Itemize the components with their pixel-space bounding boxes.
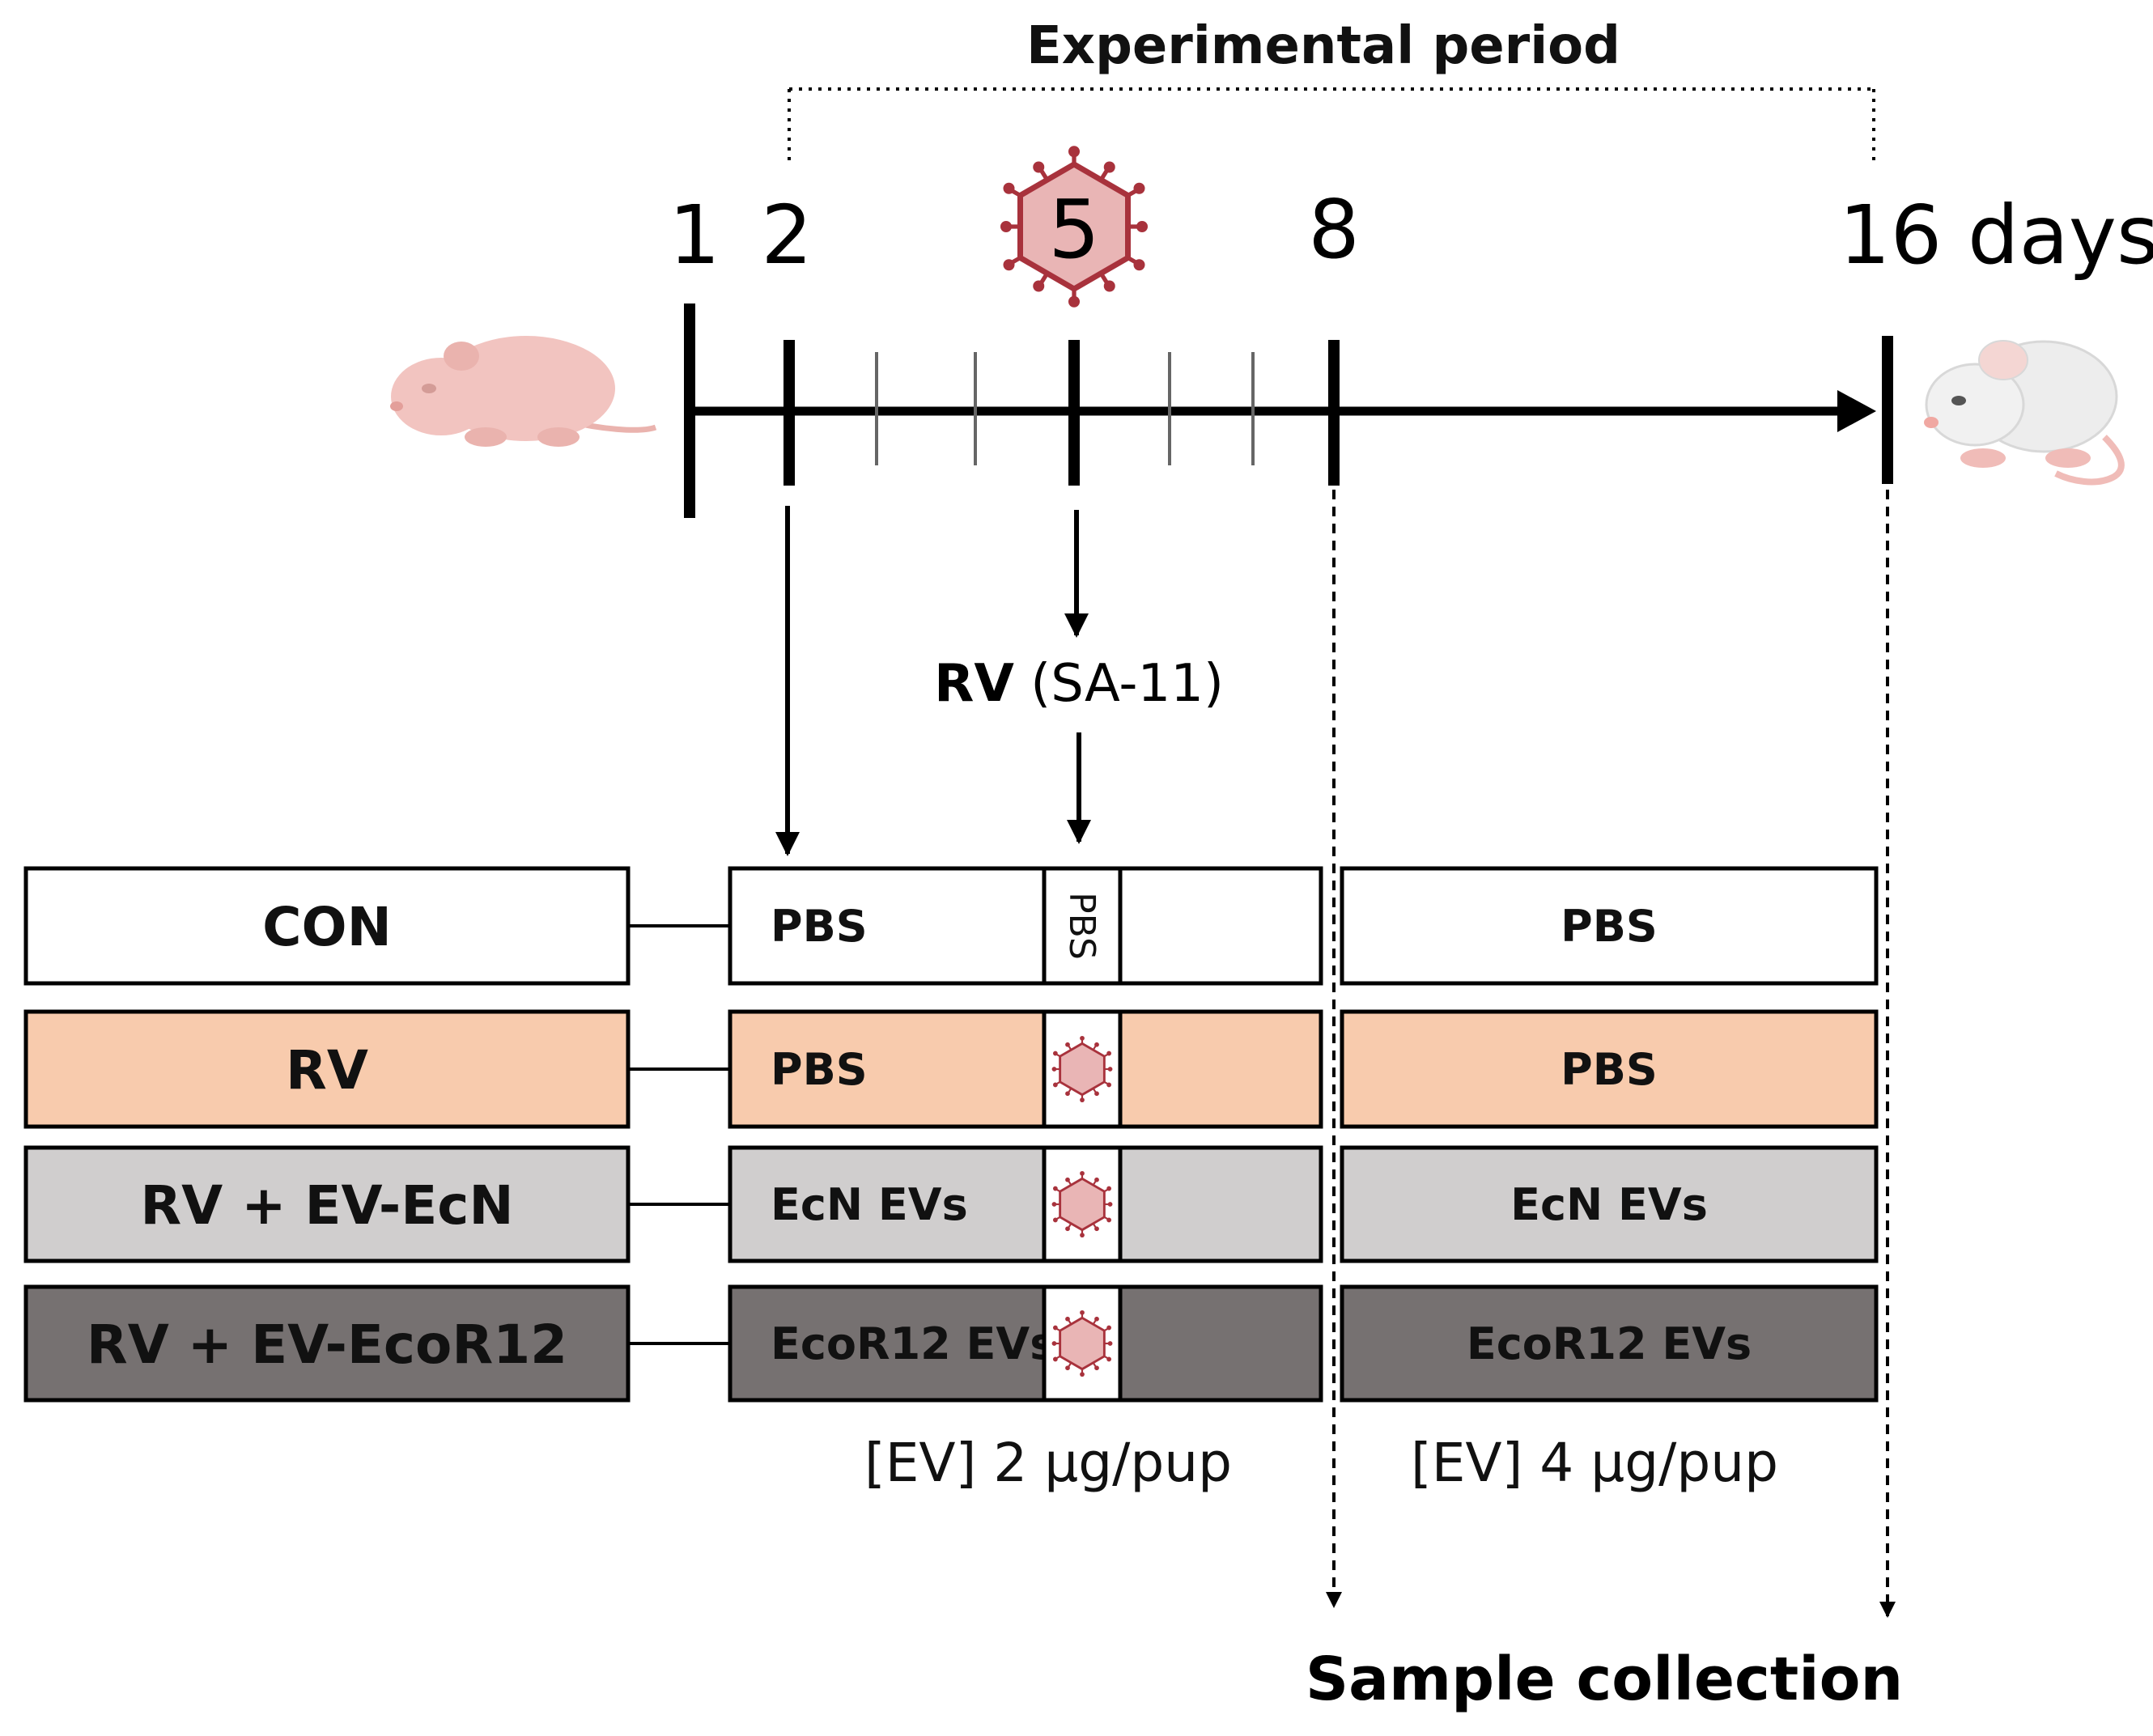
group-name-box bbox=[23, 1009, 631, 1129]
group-row: RV + EV-EcN EcN EVs EcN EVs bbox=[23, 1145, 1879, 1263]
experimental-period-label: Experimental period bbox=[1026, 16, 1620, 76]
group-name-label: RV + EV-EcN bbox=[140, 1174, 513, 1237]
infection-strain: (SA-11) bbox=[1014, 654, 1224, 714]
second-treatment-label: PBS bbox=[1561, 1044, 1658, 1095]
group-name-box bbox=[23, 1145, 631, 1263]
second-treatment-label: EcoR12 EVs bbox=[1467, 1318, 1752, 1369]
experimental-period-bracket bbox=[788, 87, 1875, 166]
day-8-label: 8 bbox=[1308, 182, 1360, 277]
second-treatment-box bbox=[1340, 1284, 1879, 1403]
first-treatment-box bbox=[728, 1145, 1323, 1263]
group-name-box bbox=[23, 1284, 631, 1403]
second-treatment-box bbox=[1340, 1009, 1879, 1129]
first-treatment-box bbox=[728, 866, 1323, 986]
infection-slot bbox=[1042, 866, 1123, 986]
first-treatment-label: EcN EVs bbox=[771, 1179, 968, 1230]
timeline-axis bbox=[684, 303, 1893, 518]
day-2-label: 2 bbox=[761, 188, 813, 282]
second-treatment-box bbox=[1340, 1145, 1879, 1263]
group-name-label: RV bbox=[286, 1039, 368, 1101]
first-treatment-label: PBS bbox=[771, 901, 868, 952]
infection-agent: RV bbox=[934, 654, 1014, 714]
first-treatment-box bbox=[728, 1284, 1323, 1403]
first-treatment-box bbox=[728, 1009, 1323, 1129]
day-1-label: 1 bbox=[669, 188, 720, 282]
first-dose-label: [EV] 2 μg/pup bbox=[864, 1432, 1232, 1494]
group-row: RV PBS PBS bbox=[23, 1009, 1879, 1129]
adult-mouse-icon bbox=[1924, 340, 2125, 486]
neonatal-pup-icon bbox=[390, 336, 657, 447]
second-treatment-label: PBS bbox=[1561, 901, 1658, 952]
day-16-label: 16 days bbox=[1839, 188, 2153, 282]
sample-collection-label: Sample collection bbox=[1306, 1645, 1903, 1714]
group-name-box bbox=[23, 866, 631, 986]
first-treatment-label: EcoR12 EVs bbox=[771, 1318, 1055, 1369]
first-treatment-label: PBS bbox=[771, 1044, 868, 1095]
group-name-label: RV + EV-EcoR12 bbox=[87, 1314, 567, 1376]
group-row: CON PBS PBS PBS bbox=[23, 866, 1879, 986]
group-row: RV + EV-EcoR12 EcoR12 EVs EcoR12 EVs bbox=[23, 1284, 1879, 1403]
day-5-label: 5 bbox=[1048, 182, 1100, 277]
infection-label: RV (SA-11) bbox=[934, 654, 1224, 714]
second-treatment-label: EcN EVs bbox=[1510, 1179, 1708, 1230]
slot-label: PBS bbox=[1061, 892, 1102, 960]
group-name-label: CON bbox=[262, 896, 392, 958]
second-dose-label: [EV] 4 μg/pup bbox=[1411, 1432, 1778, 1494]
second-treatment-box bbox=[1340, 866, 1879, 986]
